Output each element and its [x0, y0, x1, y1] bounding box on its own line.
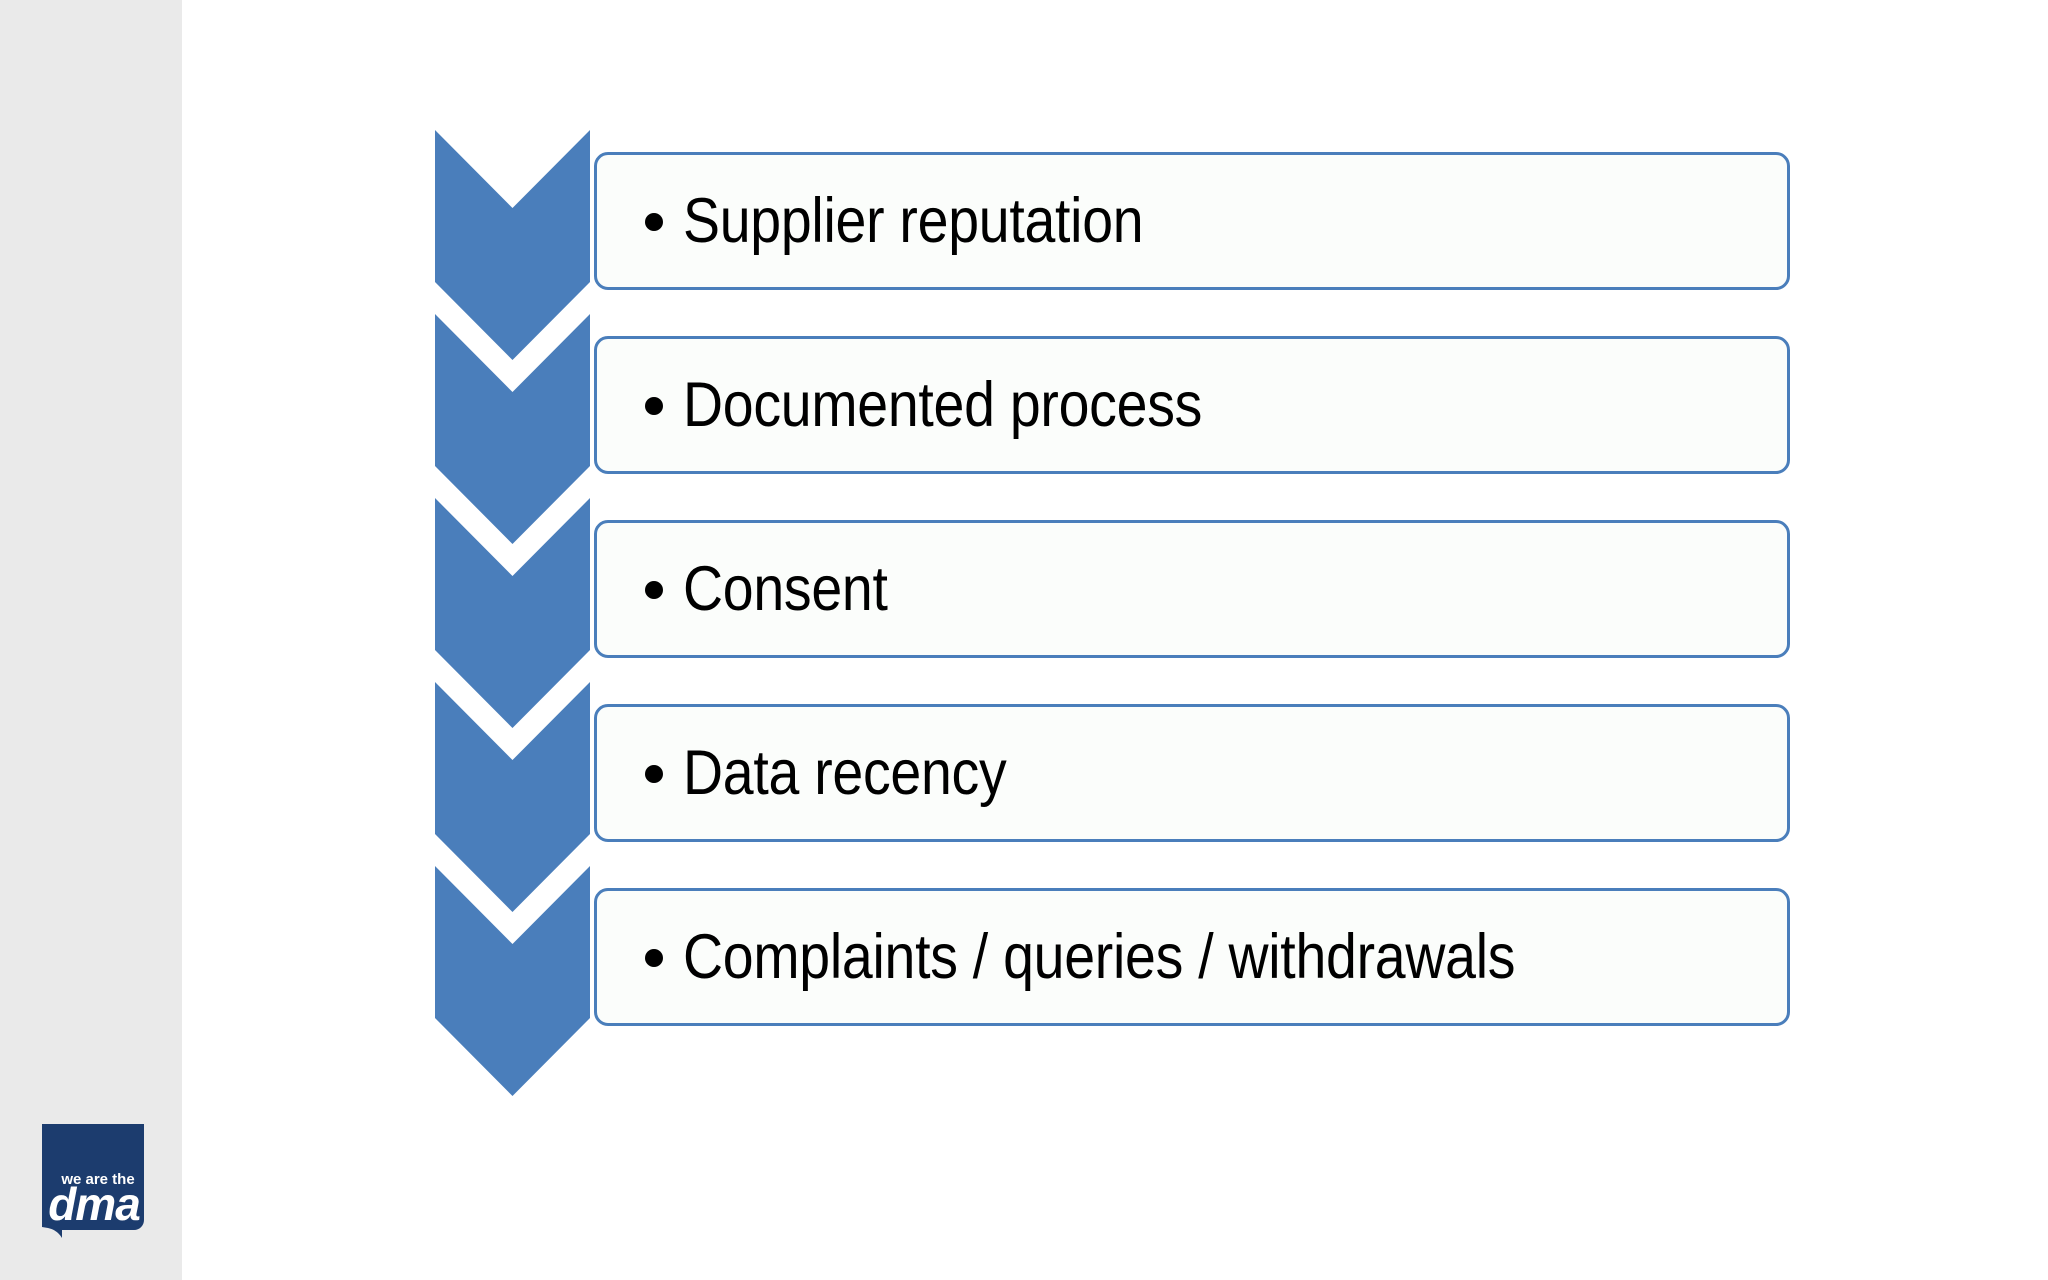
step-label: Supplier reputation	[683, 185, 1144, 256]
svg-text:dma: dma	[48, 1178, 140, 1230]
bullet-point-icon	[645, 213, 663, 231]
step-text-box[interactable]: Consent	[594, 520, 1790, 658]
chevron-arrow-icon	[435, 314, 590, 544]
step-text-box[interactable]: Complaints / queries / withdrawals	[594, 888, 1790, 1026]
step-label: Documented process	[683, 369, 1203, 440]
chevron-arrow-icon	[435, 682, 590, 912]
step-label: Consent	[683, 553, 888, 624]
bullet-point-icon	[645, 765, 663, 783]
step-text-box[interactable]: Supplier reputation	[594, 152, 1790, 290]
bullet-line: Consent	[597, 553, 916, 624]
process-step-row: Consent	[0, 498, 2048, 728]
step-text-box[interactable]: Documented process	[594, 336, 1790, 474]
bullet-line: Documented process	[597, 369, 1273, 440]
process-step-row: Complaints / queries / withdrawals	[0, 866, 2048, 1096]
bullet-point-icon	[645, 397, 663, 415]
chevron-arrow-icon	[435, 866, 590, 1096]
process-step-row: Data recency	[0, 682, 2048, 912]
svg-text:we are the: we are the	[60, 1171, 134, 1188]
process-step-row: Documented process	[0, 314, 2048, 544]
bullet-line: Complaints / queries / withdrawals	[597, 921, 1629, 992]
bullet-point-icon	[645, 581, 663, 599]
bullet-point-icon	[645, 949, 663, 967]
chevron-arrow-icon	[435, 498, 590, 728]
step-label: Complaints / queries / withdrawals	[683, 921, 1516, 992]
dma-logo: we are the dma	[34, 1116, 152, 1246]
bullet-line: Data recency	[597, 737, 1051, 808]
left-gray-rail	[0, 0, 182, 1280]
process-step-row: Supplier reputation	[0, 130, 2048, 360]
bullet-line: Supplier reputation	[597, 185, 1206, 256]
step-text-box[interactable]: Data recency	[594, 704, 1790, 842]
step-label: Data recency	[683, 737, 1007, 808]
chevron-arrow-icon	[435, 130, 590, 360]
